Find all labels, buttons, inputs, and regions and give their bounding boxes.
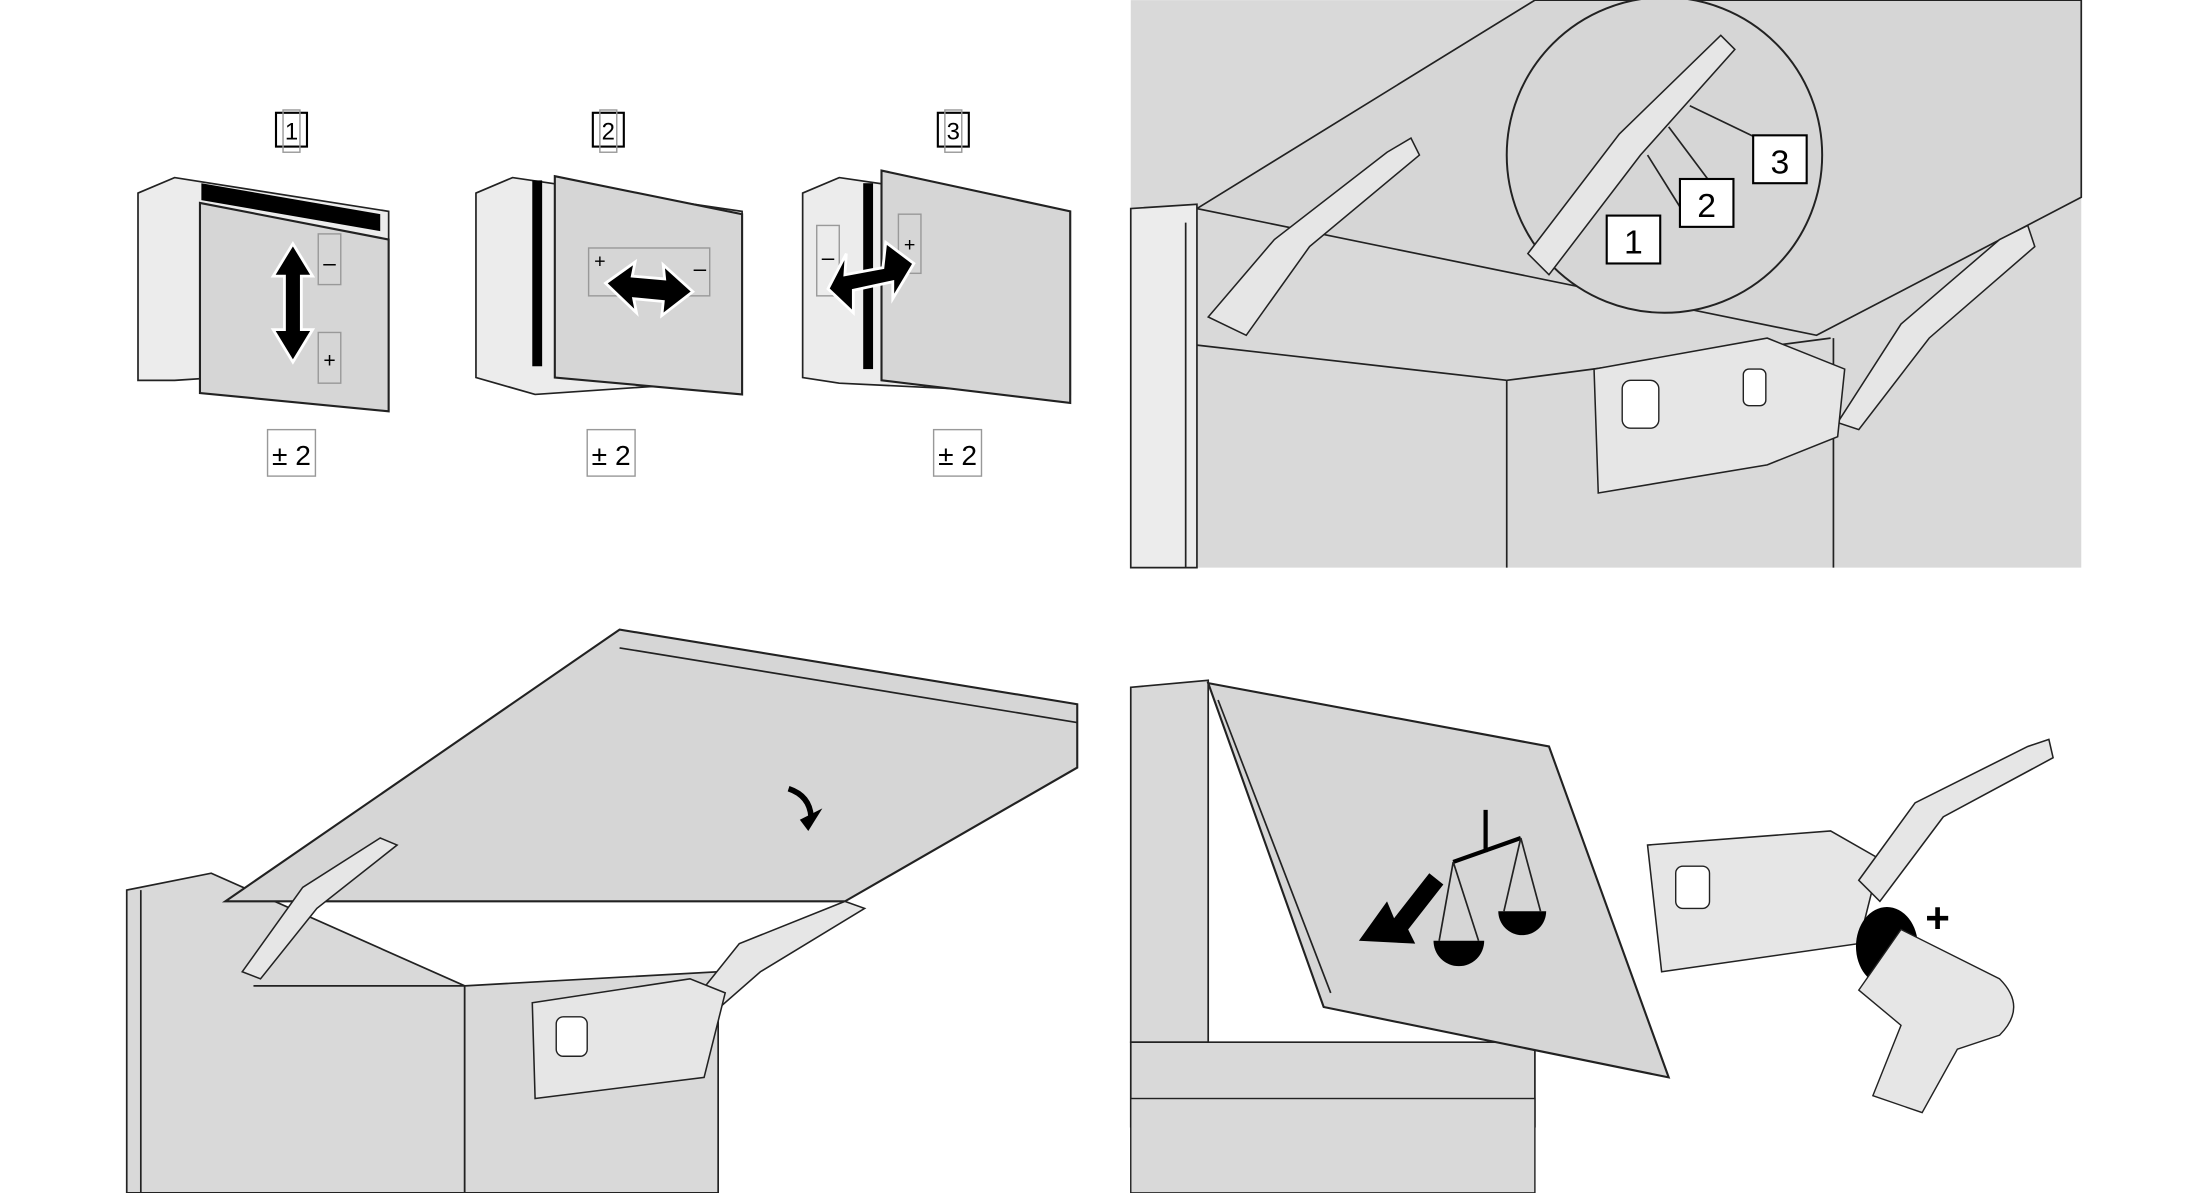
svg-text:2: 2 xyxy=(602,119,615,146)
svg-text:3: 3 xyxy=(1771,143,1790,181)
lift-mechanism-detail-panel: 1 2 3 xyxy=(1129,0,2083,569)
callout-1: 1 xyxy=(1605,214,1662,265)
svg-text:+: + xyxy=(904,234,916,256)
detail-magnifier: 1 2 3 xyxy=(1505,0,1824,314)
svg-text:–: – xyxy=(694,256,707,281)
adjustment-2-label: 2 xyxy=(591,109,625,153)
svg-text:1: 1 xyxy=(285,119,298,146)
adjustment-1-label: 1 xyxy=(274,109,309,153)
tolerance-2: ± 2 xyxy=(586,428,636,477)
svg-text:± 2: ± 2 xyxy=(272,440,311,471)
lift-arm-left xyxy=(1206,137,1421,337)
lift-arm-right xyxy=(1836,224,2036,431)
callout-2: 2 xyxy=(1678,177,1735,228)
down-arrow-icon xyxy=(1358,873,1444,944)
tolerance-1: ± 2 xyxy=(266,428,317,477)
force-adjustment-panel: + xyxy=(1129,679,2054,1193)
svg-text:+: + xyxy=(323,350,335,373)
balance-scale-icon xyxy=(1433,809,1547,967)
tolerance-3: ± 2 xyxy=(932,428,983,477)
cabinet-depth-adjustment: – + xyxy=(801,169,1072,405)
increase-force-sign: + xyxy=(1925,894,1950,941)
svg-text:+: + xyxy=(594,251,606,273)
svg-text:2: 2 xyxy=(1697,187,1716,225)
callout-3: 3 xyxy=(1752,134,1808,185)
svg-text:–: – xyxy=(822,245,835,270)
svg-text:± 2: ± 2 xyxy=(938,440,977,471)
lift-mechanism-housing xyxy=(1593,337,1846,494)
adjustment-panel: 1 2 3 – + + xyxy=(137,109,1072,477)
svg-text:± 2: ± 2 xyxy=(592,440,631,471)
drill-icon xyxy=(1855,907,2015,1114)
adjustment-3-label: 3 xyxy=(936,109,970,153)
rotate-arrow-icon xyxy=(787,786,814,818)
cabinet-horizontal-adjustment: + – xyxy=(475,174,744,396)
cabinet-vertical-adjustment: – + xyxy=(137,176,390,413)
svg-text:–: – xyxy=(323,251,336,276)
svg-text:1: 1 xyxy=(1624,224,1643,262)
svg-text:3: 3 xyxy=(947,119,960,146)
closing-flap-panel xyxy=(125,628,1079,1193)
